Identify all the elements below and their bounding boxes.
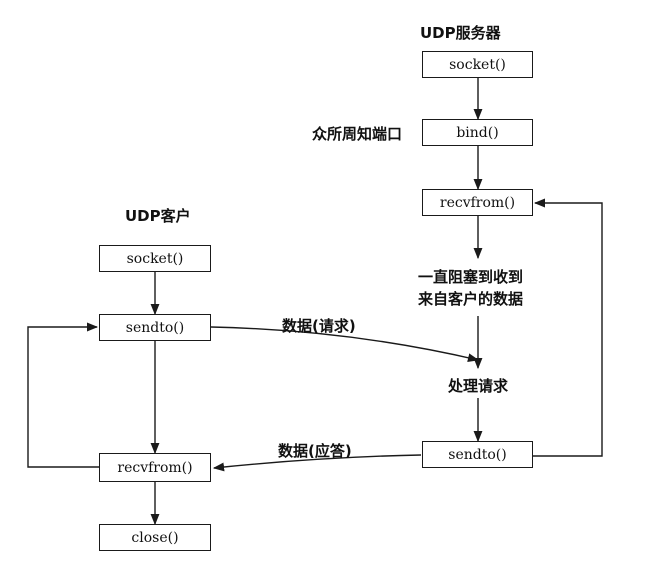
server-block-note-line2: 来自客户的数据: [418, 290, 524, 308]
arrow-server-loop-back: [533, 198, 603, 457]
server-sendto-box: sendto(): [422, 441, 533, 468]
arrow-reply-message: [212, 454, 422, 472]
client-title: UDP客户: [125, 207, 191, 225]
server-title: UDP服务器: [420, 24, 501, 42]
server-socket-box: socket(): [422, 51, 533, 78]
server-block-note-line1: 一直阻塞到收到: [418, 268, 524, 286]
client-sendto-box: sendto(): [99, 314, 211, 341]
arrow-request-message: [210, 326, 480, 363]
server-recvfrom-box: recvfrom(): [422, 189, 533, 216]
server-process-label: 处理请求: [448, 377, 509, 395]
arrow-client-loop-back: [27, 322, 99, 468]
server-bind-box: bind(): [422, 119, 533, 146]
server-bind-note: 众所周知端口: [312, 125, 403, 143]
client-recvfrom-box: recvfrom(): [99, 453, 211, 482]
reply-message-label: 数据(应答): [278, 442, 352, 460]
client-socket-box: socket(): [99, 245, 211, 272]
client-close-box: close(): [99, 524, 211, 551]
request-message-label: 数据(请求): [282, 317, 356, 335]
